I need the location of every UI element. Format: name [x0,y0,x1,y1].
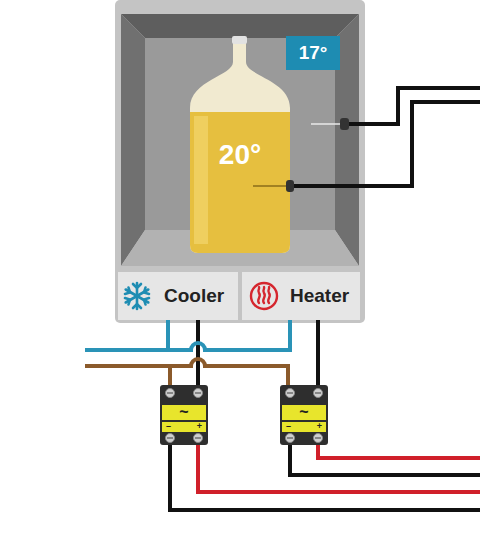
panel-cell [242,272,360,320]
screw-slot [195,392,201,393]
air-probe [311,123,340,125]
relay-case [280,385,328,445]
polarity-mark: – [286,422,291,431]
power-wire [196,320,200,385]
polarity-mark: – [166,422,171,431]
carboy-node: 20° [190,36,290,253]
panel-node: Heater [242,272,360,320]
panel-label: Cooler [164,285,224,307]
control-wire [170,445,480,510]
power-wire [170,359,288,385]
screw-slot [287,437,293,438]
badge-node: 17° [286,36,340,70]
control-wire [318,445,480,458]
terminal-screw [166,434,175,443]
relay-node: ~ – + [280,385,328,445]
screw-slot [167,392,173,393]
sensor-wire [294,102,480,186]
terminal-screw [286,434,295,443]
panel-label: Heater [290,285,349,307]
control-wire [198,445,480,492]
mains-lead [85,364,170,368]
screw-slot [315,437,321,438]
panel-cell [118,272,238,320]
chamber-left-wall [121,14,145,266]
terminal-screw [314,389,323,398]
terminal-screw [194,389,203,398]
screw-slot [195,437,201,438]
relay-node: ~ – + [160,385,208,445]
relay-band [162,422,206,432]
carboy-glass [190,62,290,253]
control-wire [290,445,480,475]
ac-symbol: ~ [160,404,208,420]
heater-icon [251,283,277,309]
terminal-screw [194,434,203,443]
polarity-mark: + [317,422,322,431]
chamber-frame [115,0,365,323]
screw-slot [315,392,321,393]
carboy-neck [233,42,246,64]
panel-node: Cooler [118,272,238,320]
screw-slot [287,392,293,393]
polarity-mark: + [197,422,202,431]
terminal-screw [166,389,175,398]
probe-head [340,118,349,130]
temperature-readout: 20° [190,139,290,171]
carboy-cap [232,36,247,44]
chamber-ceiling [121,14,359,38]
temperature-readout: 17° [299,42,328,64]
ac-symbol: ~ [280,404,328,420]
glass-highlight [194,116,208,244]
beer-liquid [190,112,290,253]
relay-case [160,385,208,445]
snowflake-icon [125,283,149,309]
sensor-wire [349,88,480,124]
terminal-screw [286,389,295,398]
screw-slot [167,437,173,438]
relay-band [282,422,326,432]
mains-lead [85,348,168,352]
terminal-screw [314,434,323,443]
power-wire [168,320,290,350]
power-wire [316,320,320,385]
